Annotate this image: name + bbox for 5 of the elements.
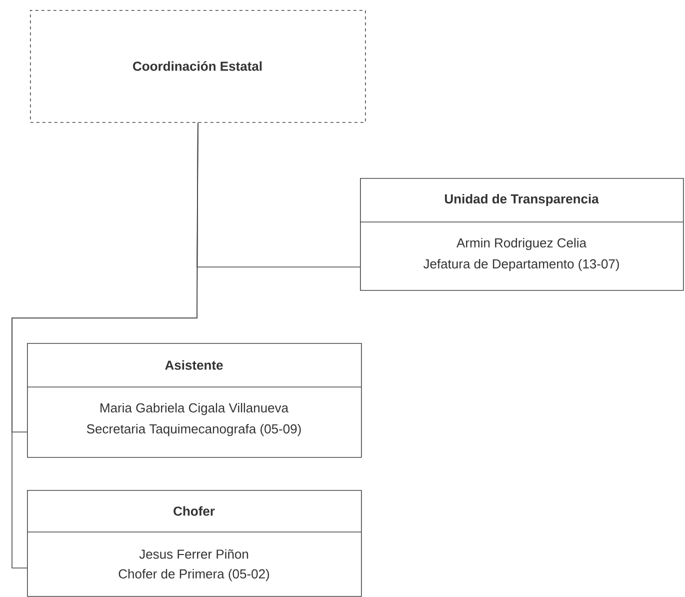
connector-line xyxy=(12,122,198,568)
org-box: Asistente Maria Gabriela Cigala Villanueva Secretaria Taquimecanografa (05-09) xyxy=(26,343,362,458)
org-box: Chofer Jesus Ferrer Piñon Chofer de Primera (05-02) xyxy=(26,490,362,597)
org-box: Coordinación Estatal xyxy=(30,10,366,123)
org-box: Unidad de Transparencia Armin Rodriguez Celia Jefatura de Departamento (13-07) xyxy=(360,178,684,291)
